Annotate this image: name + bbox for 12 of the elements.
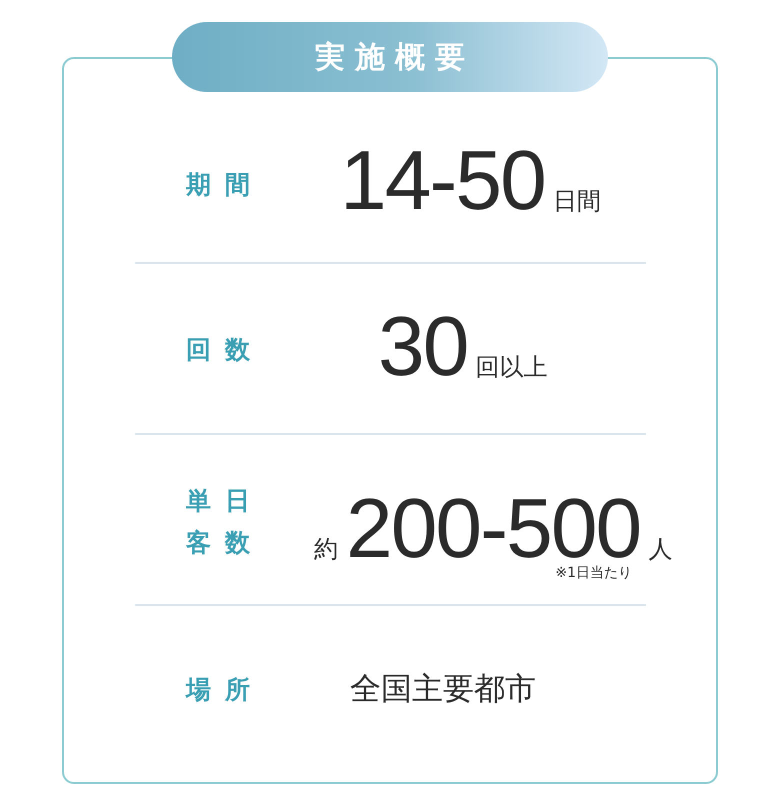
value-number: 30 — [378, 304, 468, 388]
row-heading: 単日客数 — [186, 485, 265, 559]
row-heading: 期間 — [186, 169, 265, 201]
unit-text: 回以上 — [475, 352, 548, 383]
unit-text: 人 — [648, 534, 672, 565]
row-heading: 場所 — [186, 674, 265, 706]
value-number: 14-50 — [340, 138, 545, 222]
value-text: 全国主要都市 — [350, 670, 536, 709]
title-banner: 実施概要 — [172, 22, 608, 92]
prefix-text: 約 — [314, 534, 338, 565]
unit-text: 日間 — [552, 186, 601, 217]
row-heading: 回数 — [186, 334, 265, 366]
